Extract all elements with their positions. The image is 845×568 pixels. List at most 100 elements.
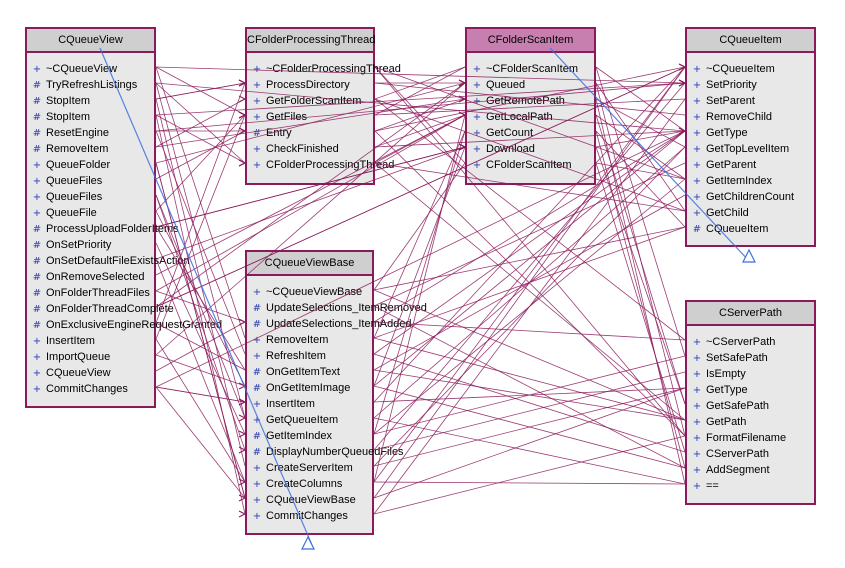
class-member[interactable]: +~CServerPath [687,334,814,350]
class-member[interactable]: +RemoveChild [687,109,814,125]
class-member[interactable]: +GetItemIndex [687,173,814,189]
class-member[interactable]: +ProcessDirectory [247,77,373,93]
member-name: QueueFiles [46,191,103,203]
class-member[interactable]: +CommitChanges [247,508,372,524]
class-member[interactable]: +InsertItem [247,396,372,412]
member-name: TryRefreshListings [46,79,138,91]
class-member[interactable]: #ProcessUploadFolderItems [27,221,179,237]
member-name: CheckFinished [266,143,339,155]
public-icon: + [32,208,42,219]
class-box-cqueueitem[interactable]: CQueueItem +~CQueueItem+SetPriority+SetP… [685,27,816,247]
class-member[interactable]: +GetRemotePath [467,93,594,109]
class-member[interactable]: +Queued [467,77,594,93]
class-member[interactable]: #GetItemIndex [247,428,372,444]
class-member[interactable]: #StopItem [27,109,154,125]
class-member[interactable]: +QueueFiles [27,189,154,205]
class-member[interactable]: #OnSetPriority [27,237,154,253]
class-member[interactable]: +CreateServerItem [247,460,372,476]
class-member[interactable]: +AddSegment [687,462,814,478]
public-icon: + [252,351,262,362]
member-name: StopItem [46,111,91,123]
class-member[interactable]: +SetPriority [687,77,814,93]
class-member[interactable]: +FormatFilename [687,430,814,446]
class-member[interactable]: +GetChild [687,205,814,221]
dependency-line [155,386,246,499]
class-member[interactable]: +GetLocalPath [467,109,594,125]
class-member[interactable]: +CFolderProcessingThread [247,157,395,173]
class-member[interactable]: + RefreshItem [247,348,372,364]
class-member[interactable]: #RemoveItem [27,141,154,157]
class-member[interactable]: #UpdateSelections_ItemAdded [247,316,412,332]
dependency-line [373,194,686,371]
member-name: RefreshItem [266,350,326,362]
member-name: ~CQueueViewBase [266,286,363,298]
class-box-cqueueview[interactable]: CQueueView +~CQueueView#TryRefreshListin… [25,27,222,408]
class-member[interactable]: +~CQueueViewBase [247,284,372,300]
class-member[interactable]: +GetType [687,382,814,398]
class-member[interactable]: +~CQueueItem [687,61,814,77]
class-member[interactable]: #OnExclusiveEngineRequestGranted [27,317,222,333]
class-member[interactable]: #DisplayNumberQueuedFiles [247,444,404,460]
member-name: GetRemotePath [486,95,565,107]
class-member[interactable]: #OnFolderThreadFiles [27,285,154,301]
class-member[interactable]: +GetQueueItem [247,412,372,428]
class-member[interactable]: +~CFolderScanItem [467,61,594,77]
class-member[interactable]: +CreateColumns [247,476,372,492]
member-name: SetPriority [706,79,757,91]
member-name: RemoveItem [266,334,329,346]
class-member[interactable]: +== [687,478,814,494]
class-member[interactable]: #UpdateSelections_ItemRemoved [247,300,427,316]
class-member[interactable]: +QueueFolder [27,157,154,173]
class-member[interactable]: +Download [467,141,594,157]
class-member[interactable]: +GetFiles [247,109,373,125]
class-title: CServerPath [687,302,814,326]
class-member[interactable]: +GetTopLevelItem [687,141,814,157]
member-name: GetFolderScanItem [266,95,362,107]
class-member[interactable]: +CheckFinished [247,141,373,157]
class-member[interactable]: +CommitChanges [27,381,154,397]
class-member[interactable]: +InsertItem [27,333,154,349]
class-member[interactable]: #OnFolderThreadComplete [27,301,174,317]
dependency-line [373,146,466,387]
dependency-line [595,162,686,453]
class-box-cserverpath[interactable]: CServerPath +~CServerPath+SetSafePath+Is… [685,300,816,505]
public-icon: + [692,449,702,460]
class-member[interactable]: #OnRemoveSelected [27,269,154,285]
class-member[interactable]: +GetSafePath [687,398,814,414]
class-member[interactable]: +QueueFiles [27,173,154,189]
class-member[interactable]: #OnGetItemImage [247,380,372,396]
member-name: InsertItem [46,335,95,347]
class-member[interactable]: +SetParent [687,93,814,109]
class-member[interactable]: #Entry [247,125,373,141]
class-member[interactable]: +GetFolderScanItem [247,93,373,109]
dependency-line [373,305,686,469]
class-member[interactable]: +IsEmpty [687,366,814,382]
class-box-cqueueviewbase[interactable]: CQueueViewBase +~CQueueViewBase#UpdateSe… [245,250,427,535]
class-member[interactable]: +GetChildrenCount [687,189,814,205]
class-member[interactable]: +GetPath [687,414,814,430]
class-member[interactable]: #OnGetItemText [247,364,372,380]
class-member[interactable]: +QueueFile [27,205,154,221]
class-member[interactable]: +CFolderScanItem [467,157,594,173]
class-member[interactable]: #ResetEngine [27,125,154,141]
class-member[interactable]: +ImportQueue [27,349,154,365]
class-member[interactable]: +CQueueView [27,365,154,381]
class-member[interactable]: #OnSetDefaultFileExistsAction [27,253,190,269]
class-member[interactable]: +CQueueViewBase [247,492,372,508]
class-member[interactable]: +GetType [687,125,814,141]
class-box-cfolderprocessingthread[interactable]: CFolderProcessingThread +~CFolderProcess… [245,27,401,185]
member-list: +~CServerPath+SetSafePath+IsEmpty+GetTyp… [687,326,814,494]
class-member[interactable]: #StopItem [27,93,154,109]
class-member[interactable]: +GetCount [467,125,594,141]
class-member[interactable]: +SetSafePath [687,350,814,366]
class-member[interactable]: #CQueueItem [687,221,814,237]
public-icon: + [252,160,262,171]
class-member[interactable]: #TryRefreshListings [27,77,154,93]
class-member[interactable]: +~CQueueView [27,61,154,77]
class-member[interactable]: +RemoveItem [247,332,372,348]
class-member[interactable]: +CServerPath [687,446,814,462]
dependency-line [155,386,246,403]
class-member[interactable]: +GetParent [687,157,814,173]
class-box-cfolderscanitem[interactable]: CFolderScanItem +~CFolderScanItem+Queued… [465,27,596,185]
class-member[interactable]: +~CFolderProcessingThread [247,61,401,77]
